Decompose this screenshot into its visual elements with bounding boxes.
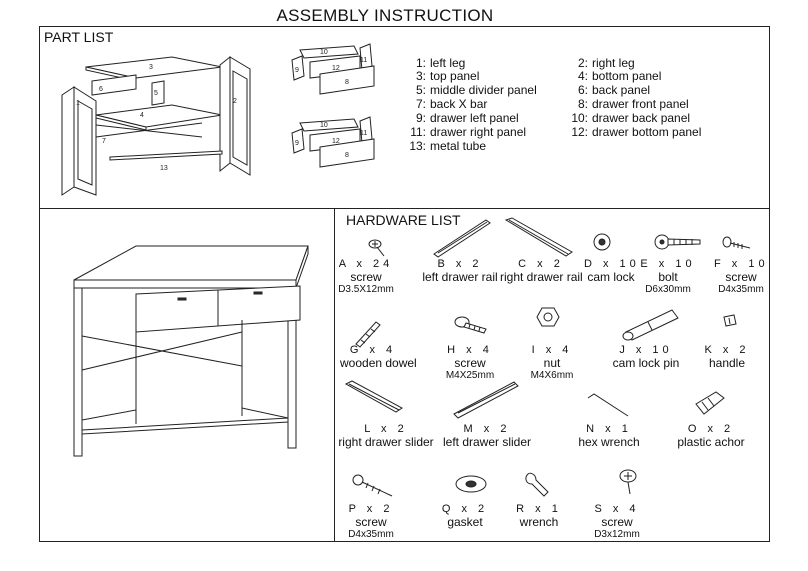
gasket-icon	[455, 475, 487, 493]
bolt-icon	[654, 234, 701, 250]
part-item: 3:top panel	[415, 69, 480, 83]
diagram-label: 11	[360, 130, 367, 137]
divider-vertical	[334, 208, 335, 542]
assembled-desk-illustration	[73, 245, 309, 457]
exploded-frame-diagram: 3 6 5 4 1 2 7 13	[61, 55, 251, 196]
hardware-item-f: F x 10 screw D4x35mm	[714, 258, 769, 295]
hardware-item-g: G x 4 wooden dowel	[340, 344, 417, 370]
screw-icon	[722, 236, 751, 249]
handle-icon	[723, 314, 737, 327]
cam-lock-pin-icon	[622, 309, 679, 341]
drawer-exploded-diagram-2: 10 9 12 11 8	[291, 116, 375, 168]
hardware-item-l: L x 2 right drawer slider	[338, 423, 434, 449]
hardware-item-b: B x 2 left drawer rail	[422, 258, 498, 284]
page-title: ASSEMBLY INSTRUCTION	[276, 6, 494, 25]
hardware-item-d: D x 10 cam lock	[584, 258, 640, 284]
right-slider-icon	[344, 380, 403, 413]
left-rail-icon	[433, 219, 491, 258]
hardware-item-q: Q x 2 gasket	[441, 503, 489, 529]
wood-screw-icon	[368, 239, 385, 257]
anchor-icon	[695, 391, 725, 415]
diagram-label: 9	[295, 67, 299, 74]
part-item: 11:drawer right panel	[410, 125, 527, 139]
hardware-item-o: O x 2 plastic achor	[677, 423, 745, 449]
diagram-label: 10	[320, 122, 328, 129]
instruction-frame	[39, 26, 770, 542]
hardware-item-k: K x 2 handle	[704, 344, 750, 370]
drawer-exploded-diagram-1: 10 9 12 11 8	[291, 43, 375, 95]
part-item: 12:drawer bottom panel	[571, 125, 702, 139]
screw-s-icon	[619, 469, 637, 495]
diagram-label: 8	[345, 152, 349, 159]
diagram-label: 12	[332, 138, 340, 145]
nut-icon	[536, 307, 560, 327]
machine-screw-icon	[454, 316, 487, 334]
hardware-item-p: P x 2 screw D4x35mm	[348, 503, 394, 540]
part-item: 5:middle divider panel	[415, 83, 537, 97]
diagram-label: 5	[154, 90, 158, 97]
diagram-label: 9	[295, 140, 299, 147]
diagram-label: 11	[360, 57, 367, 64]
wrench-icon	[525, 472, 549, 497]
divider-horizontal	[39, 208, 770, 209]
part-item: 7:back X bar	[415, 97, 488, 111]
diagram-label: 7	[102, 138, 106, 145]
hardware-item-c: C x 2 right drawer rail	[500, 258, 583, 284]
hardware-item-a: A x 24 screw D3.5X12mm	[338, 258, 394, 295]
diagram-label: 10	[320, 49, 328, 56]
part-list-title: PART LIST	[44, 29, 114, 45]
diagram-label: 4	[140, 112, 144, 119]
hardware-item-r: R x 1 wrench	[516, 503, 562, 529]
hardware-item-e: E x 10 bolt D6x30mm	[640, 258, 696, 295]
part-item: 9:drawer left panel	[415, 111, 519, 125]
hardware-item-n: N x 1 hex wrench	[578, 423, 640, 449]
right-rail-icon	[504, 217, 573, 257]
hardware-item-m: M x 2 left drawer slider	[442, 423, 532, 449]
part-item: 1:left leg	[415, 56, 466, 70]
hardware-list-title: HARDWARE LIST	[346, 212, 461, 228]
part-item: 13:metal tube	[409, 139, 487, 153]
diagram-label: 2	[233, 98, 237, 105]
screw-p-icon	[352, 474, 393, 497]
part-item: 4:bottom panel	[577, 69, 662, 83]
diagram-label: 6	[99, 86, 103, 93]
diagram-label: 3	[149, 64, 153, 71]
left-slider-icon	[453, 381, 519, 419]
hex-wrench-icon	[587, 393, 629, 417]
hardware-item-j: J x 10 cam lock pin	[612, 344, 680, 370]
diagram-label: 8	[345, 79, 349, 86]
diagram-label: 1	[76, 100, 80, 107]
part-item: 2:right leg	[577, 56, 635, 70]
hardware-item-i: I x 4 nut M4X6mm	[530, 344, 574, 381]
hardware-item-h: H x 4 screw M4X25mm	[445, 344, 495, 381]
part-item: 10:drawer back panel	[571, 111, 691, 125]
dowel-icon	[355, 321, 381, 348]
hardware-item-s: S x 4 screw D3x12mm	[594, 503, 640, 540]
part-item: 6:back panel	[577, 83, 651, 97]
part-item: 8:drawer front panel	[577, 97, 689, 111]
diagram-label: 13	[160, 165, 168, 172]
cam-lock-icon	[593, 233, 611, 251]
diagram-label: 12	[332, 65, 340, 72]
